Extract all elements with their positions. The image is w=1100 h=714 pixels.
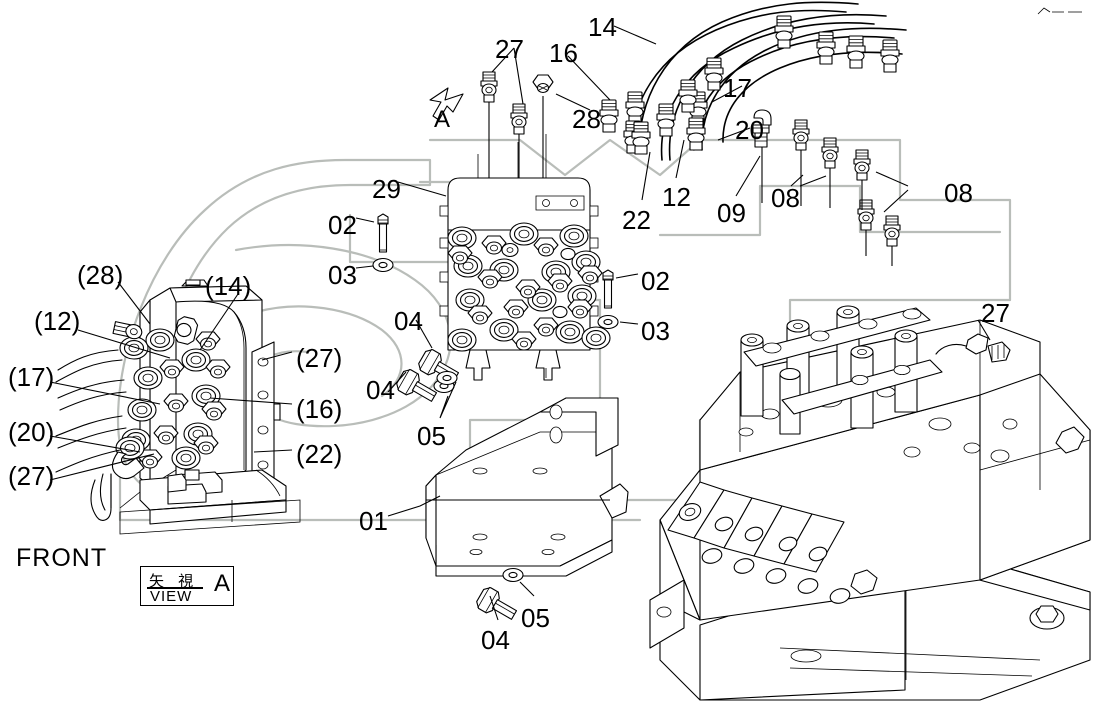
callout-01: 01: [359, 506, 388, 536]
view-callout-22: (22): [296, 439, 343, 469]
callout-14: 14: [588, 12, 617, 42]
view-callout-16: (16): [296, 394, 343, 424]
view-callout-14: (14): [205, 271, 252, 301]
callout-04-c: 04: [481, 625, 510, 655]
callout-08-b: 08: [944, 178, 973, 208]
elbow-and-plugs: [752, 109, 909, 266]
callout-29: 29: [372, 174, 401, 204]
callout-28: 28: [572, 104, 601, 134]
solenoid-valve-block: [439, 134, 611, 381]
view-legend-japanese: 矢 視: [149, 573, 199, 590]
view-callout-17: (17): [8, 362, 55, 392]
callout-09: 09: [717, 198, 746, 228]
callout-12: 12: [662, 182, 691, 212]
mounting-bracket-plate: [425, 397, 629, 577]
hardware-parts: [372, 213, 619, 620]
callout-02-left: 02: [328, 210, 357, 240]
view-a-legend-letter: A: [214, 570, 231, 597]
main-control-valve: [649, 305, 1091, 701]
callout-03-left: 03: [328, 260, 357, 290]
top-fittings: [480, 71, 554, 178]
view-legend-english: VIEW: [150, 588, 193, 605]
leader-lines: [49, 25, 761, 621]
view-callout-27-b: (27): [8, 461, 55, 491]
callout-20: 20: [735, 115, 764, 145]
callout-05-a: 05: [417, 421, 446, 451]
callout-16: 16: [549, 38, 578, 68]
view-a-legend-box: 矢 視 VIEW: [140, 566, 234, 606]
callout-04-a: 04: [394, 306, 423, 336]
callout-04-b: 04: [366, 375, 395, 405]
section-marker-a: [429, 87, 464, 121]
view-a-solenoid-block: [55, 279, 301, 535]
callout-08-a: 08: [771, 183, 800, 213]
view-callout-28: (28): [77, 260, 124, 290]
callout-27-top: 27: [495, 34, 524, 64]
callout-02-right: 02: [641, 266, 670, 296]
hydraulic-hoses: [599, 1, 907, 161]
callout-27-right: 27: [981, 298, 1010, 328]
view-callout-27-a: (27): [296, 343, 343, 373]
callout-03-right: 03: [641, 316, 670, 346]
view-callout-20: (20): [8, 417, 55, 447]
callout-22: 22: [622, 205, 651, 235]
front-direction-label: FRONT: [16, 544, 108, 572]
callout-05-b: 05: [521, 603, 550, 633]
view-legend-divider: [147, 587, 203, 589]
pressure-switch-27: [935, 333, 1011, 363]
callout-17: 17: [723, 73, 752, 103]
view-callout-12: (12): [34, 306, 81, 336]
section-marker-letter: A: [434, 106, 451, 133]
